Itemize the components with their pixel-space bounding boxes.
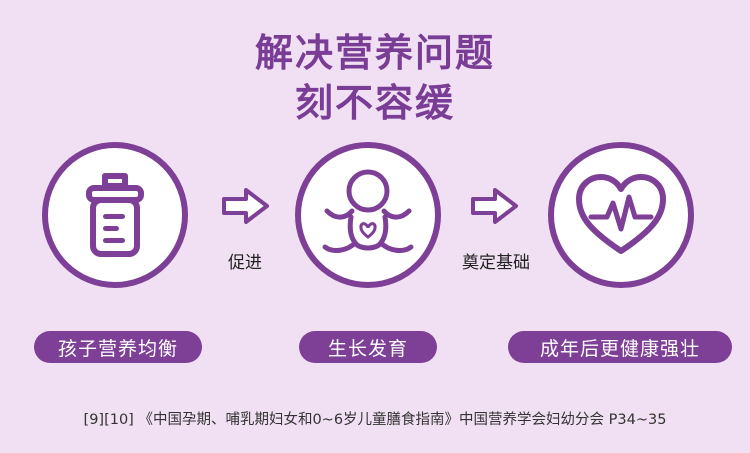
step-circle-1 — [42, 142, 188, 288]
heading-line-2: 刻不容缓 — [294, 81, 455, 125]
baby-bottle-icon — [86, 173, 144, 257]
heart-pulse-icon — [576, 174, 666, 254]
connector-label-2: 奠定基础 — [462, 253, 530, 273]
step-circle-3 — [548, 142, 694, 288]
step-label-1: 孩子营养均衡 — [34, 331, 202, 363]
connector-label-1: 促进 — [228, 253, 262, 273]
arrow-right-icon — [471, 188, 518, 224]
step-label-3: 成年后更健康强壮 — [508, 331, 732, 363]
reference-footnote: [9][10] 《中国孕期、哺乳期妇女和0~6岁儿童膳食指南》中国营养学会妇幼分… — [83, 412, 667, 428]
step-circle-2 — [295, 142, 441, 288]
arrow-right-icon — [222, 188, 269, 224]
step-label-2: 生长发育 — [299, 331, 437, 363]
heading-line-1: 解决营养问题 — [254, 31, 495, 75]
baby-icon — [322, 169, 414, 253]
